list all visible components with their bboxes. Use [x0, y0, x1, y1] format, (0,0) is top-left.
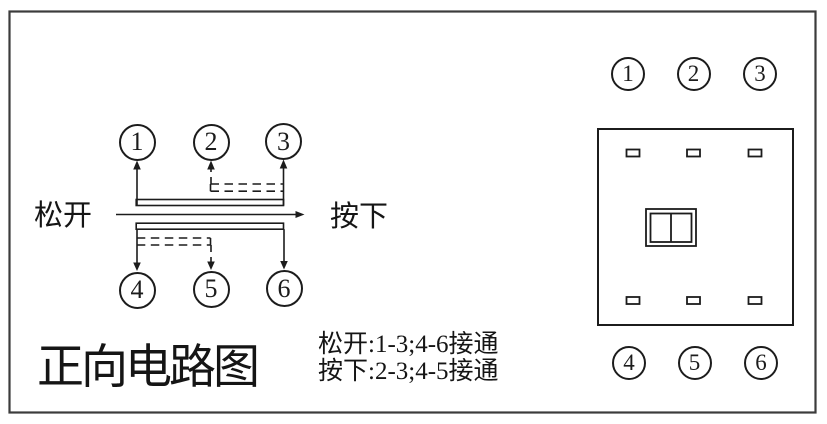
- panel-terminal-2: 2: [676, 56, 711, 91]
- schematic-terminal-6-label: 6: [277, 273, 291, 303]
- frame-border: [8, 10, 817, 414]
- panel-button-outer: [645, 208, 697, 247]
- terminal-1-arrowhead: [133, 160, 141, 170]
- panel-terminal-4-label: 4: [623, 350, 635, 375]
- panel-terminal-5: 5: [677, 346, 712, 380]
- figure-title: 正向电路图: [37, 342, 260, 394]
- schematic-terminal-3-label: 3: [277, 126, 290, 156]
- schematic-terminal-6: 6: [265, 270, 303, 307]
- terminal-6-arrowhead: [280, 261, 288, 270]
- schematic-terminal-5-label: 5: [204, 274, 218, 303]
- release-state-label: 松开: [34, 200, 93, 232]
- terminal-3-arrowhead: [279, 159, 288, 169]
- terminal-5-arrowhead: [207, 261, 215, 270]
- panel-terminal-3-label: 3: [754, 61, 766, 86]
- panel-terminal-6: 6: [744, 346, 778, 380]
- panel-drawing: [597, 128, 794, 326]
- released-bar-bottom: [135, 222, 285, 230]
- actuation-arrowhead: [295, 211, 305, 218]
- connection-notes: 松开:1-3;4-6接通 按下:2-3;4-5接通: [318, 331, 499, 385]
- panel-slot-top-3: [747, 148, 763, 158]
- schematic-terminal-2: 2: [192, 123, 230, 161]
- panel-slot-bottom-1: [625, 296, 641, 305]
- connection-note-pressed: 按下:2-3;4-5接通: [318, 358, 499, 385]
- press-state-label: 按下: [330, 201, 389, 233]
- schematic-terminal-4-label: 4: [130, 275, 144, 304]
- pressed-bar-bottom: [136, 237, 212, 246]
- terminal-4-arrowhead: [133, 262, 141, 271]
- schematic-arrowheads: [133, 159, 305, 271]
- schematic-terminal-3: 3: [265, 123, 302, 160]
- schematic-terminal-1: 1: [118, 123, 156, 161]
- panel-terminal-1-label: 1: [622, 61, 634, 86]
- panel-terminal-2-label: 2: [687, 60, 700, 86]
- panel-slot-top-1: [625, 148, 641, 158]
- schematic-lines: [116, 166, 297, 264]
- terminal-2-arrowhead: [207, 160, 215, 170]
- panel-terminal-5-label: 5: [688, 350, 701, 375]
- schematic-terminal-5: 5: [192, 270, 230, 308]
- panel-slot-top-2: [686, 148, 701, 158]
- panel-terminal-3: 3: [743, 57, 777, 91]
- panel-slot-bottom-3: [747, 296, 763, 305]
- released-bar-top: [135, 198, 285, 207]
- schematic-terminal-4: 4: [118, 271, 156, 309]
- schematic-terminal-1-label: 1: [130, 127, 144, 156]
- schematic-terminal-2-label: 2: [204, 127, 218, 156]
- panel-outline: [597, 128, 794, 326]
- panel-terminal-1: 1: [611, 57, 645, 91]
- connection-note-released: 松开:1-3;4-6接通: [318, 331, 499, 358]
- panel-terminal-6-label: 6: [755, 350, 767, 375]
- panel-slot-bottom-2: [686, 296, 701, 305]
- pressed-bar-top: [209, 183, 284, 192]
- panel-terminal-4: 4: [612, 346, 646, 380]
